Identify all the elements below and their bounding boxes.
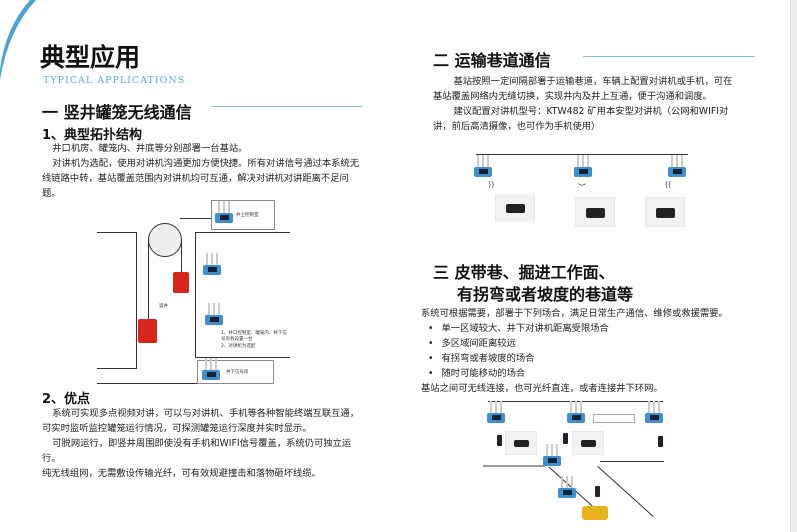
section1-sub1: 1、典型拓扑结构 bbox=[42, 128, 143, 143]
tunnel-diagram bbox=[480, 398, 670, 528]
radio-icon bbox=[658, 436, 663, 447]
paragraph: 基站按照一定间隔部署于运输巷道，车辆上配置对讲机或手机，可在基站覆盖网络内无缝切… bbox=[433, 76, 733, 102]
vehicle-image bbox=[505, 431, 537, 455]
base-station-icon bbox=[574, 155, 592, 181]
paragraph: 可脱网运行，即竖井周围即使没有手机和WIFI信号覆盖，系统仍可独立运行。 bbox=[42, 438, 352, 464]
base-station-icon bbox=[543, 444, 561, 470]
base-station-icon bbox=[474, 155, 492, 181]
base-station-icon bbox=[668, 155, 686, 181]
base-station-icon bbox=[487, 401, 505, 427]
page-subtitle: TYPICAL APPLICATIONS bbox=[43, 75, 186, 86]
cage-icon bbox=[138, 319, 157, 343]
paragraph: 建议配置对讲机型号：KTW482 矿用本安型对讲机（公网和WIFI对讲，前后高清… bbox=[433, 106, 729, 132]
radio-icon bbox=[563, 433, 568, 444]
paragraph: 基站之间可无线连接，也可光纤直连，或者连接井下环网。 bbox=[421, 383, 663, 394]
paragraph: 系统可根据需要，部署于下列场合，满足日常生产通信、维修或救援需要。 bbox=[421, 308, 728, 319]
roadway-diagram: )) ︶ (( bbox=[470, 152, 690, 232]
excavator-image bbox=[582, 506, 608, 520]
divider bbox=[212, 106, 362, 107]
base-station-icon bbox=[567, 401, 585, 427]
section1-sub2: 2、优点 bbox=[42, 392, 91, 407]
bottom-room bbox=[197, 360, 274, 384]
base-station-icon bbox=[645, 401, 663, 427]
note-box bbox=[593, 414, 635, 423]
top-room bbox=[211, 200, 275, 230]
signal-icon: (( bbox=[665, 180, 672, 189]
page-title: 典型应用 bbox=[40, 43, 141, 72]
list-item: 随时可能移动的场合 bbox=[428, 366, 781, 381]
divider bbox=[583, 56, 755, 57]
list-item: 多区域间距离较远 bbox=[428, 336, 781, 351]
paragraph: 系统可实现多点视频对讲，可以与对讲机、手机等各种智能终端互联互通，可实时监听监控… bbox=[42, 408, 360, 434]
vehicle-image bbox=[575, 197, 615, 227]
corner-decoration bbox=[0, 0, 36, 80]
base-station-icon bbox=[203, 253, 221, 279]
shaft-diagram: 井上控制室 竖井 1、井口控制室、罐笼内、井下信号房各设置一台 2、对讲机为选配… bbox=[90, 195, 290, 385]
radio-icon bbox=[595, 486, 600, 497]
base-station-icon bbox=[558, 476, 576, 502]
vehicle-image bbox=[495, 194, 535, 222]
paragraph: 纯无线组网，无需敷设传输光纤，可有效规避撞击和落物砸坏线缆。 bbox=[42, 468, 321, 479]
sheave-wheel bbox=[148, 223, 182, 257]
section3-heading: 三 皮带巷、掘进工作面、 有拐弯或者坡度的巷道等 bbox=[433, 263, 634, 304]
cage-icon bbox=[173, 272, 189, 293]
signal-icon: )) bbox=[488, 180, 495, 189]
base-station-icon bbox=[202, 358, 220, 384]
list-item: 有拐弯或者坡度的场合 bbox=[428, 351, 781, 366]
paragraph: 井口机房、罐笼内、井底等分别部署一台基站。 bbox=[52, 143, 248, 154]
page-edge bbox=[790, 0, 797, 532]
list-item: 单一区域较大、井下对讲机距离受限场合 bbox=[428, 321, 781, 336]
section2-heading: 二 运输巷道通信 bbox=[433, 51, 551, 70]
base-station-icon bbox=[215, 201, 233, 227]
bullet-list: 单一区域较大、井下对讲机距离受限场合 多区域间距离较远 有拐弯或者坡度的场合 随… bbox=[421, 321, 781, 381]
radio-icon bbox=[497, 435, 502, 446]
section1-heading: 一 竖井罐笼无线通信 bbox=[42, 103, 192, 122]
vehicle-image bbox=[572, 431, 604, 455]
base-station-icon bbox=[205, 303, 223, 329]
signal-icon: ︶ bbox=[578, 183, 586, 192]
paragraph: 对讲机为选配，使用对讲机沟通更加方便快捷。所有对讲信号通过本系统无线链路中转，基… bbox=[42, 158, 360, 199]
vehicle-image bbox=[645, 197, 685, 227]
